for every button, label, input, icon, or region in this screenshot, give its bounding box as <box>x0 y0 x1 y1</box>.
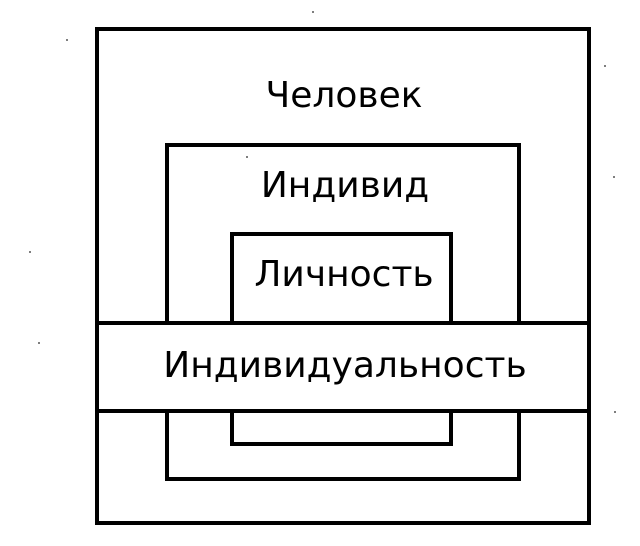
scan-speck <box>66 39 68 41</box>
individuality-label: Индивидуальность <box>163 345 527 386</box>
scan-speck <box>613 176 615 178</box>
scan-speck <box>312 11 314 13</box>
scan-speck <box>614 411 616 413</box>
scan-speck <box>29 251 31 253</box>
scan-speck <box>246 156 248 158</box>
individual-label: Индивид <box>260 165 430 206</box>
individuality-band <box>95 321 591 413</box>
personality-label: Личность <box>254 254 434 295</box>
scan-speck <box>604 65 606 67</box>
person-label: Человек <box>265 75 423 116</box>
scan-speck <box>38 342 40 344</box>
